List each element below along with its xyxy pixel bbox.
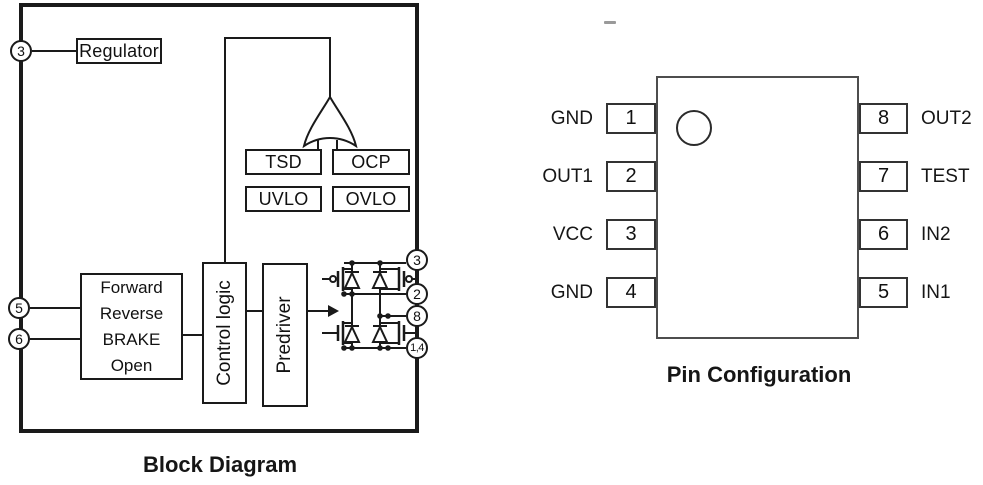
nmos-low-side-left-icon bbox=[322, 321, 352, 345]
control-logic-block: Control logic bbox=[202, 262, 247, 404]
pin-box-2: 2 bbox=[606, 161, 656, 192]
pin-box-8: 8 bbox=[859, 103, 908, 134]
input-mode-block: Forward Reverse BRAKE Open bbox=[80, 273, 183, 380]
pin-bubble-8: 8 bbox=[406, 305, 428, 327]
or-gate-icon bbox=[302, 94, 358, 150]
pin-bubble-label: 3 bbox=[17, 43, 25, 59]
pin-bubble-label: 1,4 bbox=[410, 342, 424, 354]
pin-label-vcc: VCC bbox=[552, 224, 593, 245]
ovlo-label: OVLO bbox=[345, 188, 397, 209]
pin-bubble-1-4: 1,4 bbox=[406, 337, 428, 359]
body-diode-icon bbox=[371, 324, 389, 343]
pin-number: 5 bbox=[877, 281, 890, 303]
pin-label-gnd-4: GND bbox=[550, 282, 593, 303]
tsd-block: TSD bbox=[245, 149, 322, 175]
pin-bubble-label: 6 bbox=[15, 331, 23, 347]
uvlo-label: UVLO bbox=[258, 188, 309, 209]
mode-line-open: Open bbox=[110, 355, 153, 375]
pin-bubble-2: 2 bbox=[406, 283, 428, 305]
regulator-block: Regulator bbox=[76, 38, 162, 64]
h-bridge bbox=[322, 260, 416, 351]
pin-box-1: 1 bbox=[606, 103, 656, 134]
pin-label-out1: OUT1 bbox=[542, 166, 593, 187]
pin-number: 1 bbox=[625, 107, 637, 129]
pin-configuration-caption: Pin Configuration bbox=[666, 362, 852, 387]
pin-bubble-label: 8 bbox=[413, 308, 421, 324]
control-logic-label: Control logic bbox=[213, 280, 235, 386]
pin-number: 6 bbox=[877, 223, 890, 245]
pin-number: 7 bbox=[877, 165, 890, 187]
predriver-block: Predriver bbox=[262, 263, 308, 407]
pin-bubble-6: 6 bbox=[8, 328, 30, 350]
nmos-low-side-right-icon bbox=[380, 321, 416, 345]
mode-line-reverse: Reverse bbox=[99, 303, 164, 323]
mode-line-forward: Forward bbox=[100, 277, 163, 297]
pin-bubble-label: 2 bbox=[413, 286, 421, 302]
pin-bubble-3-left: 3 bbox=[10, 40, 32, 62]
predriver-output-arrow bbox=[308, 305, 339, 317]
pin-bubble-label: 5 bbox=[15, 300, 23, 316]
pin-number: 8 bbox=[877, 107, 890, 129]
mode-line-brake: BRAKE bbox=[102, 329, 161, 349]
ovlo-block: OVLO bbox=[332, 186, 410, 212]
pin-number: 3 bbox=[625, 223, 637, 245]
ocp-label: OCP bbox=[351, 151, 391, 172]
pin1-indicator-circle bbox=[676, 110, 712, 146]
regulator-label: Regulator bbox=[79, 40, 159, 61]
pin-number: 2 bbox=[625, 165, 637, 187]
pin-label-in2: IN2 bbox=[921, 224, 951, 245]
body-diode-icon bbox=[343, 270, 361, 289]
pmos-high-side-right-icon bbox=[380, 267, 416, 291]
pin-label-in1: IN1 bbox=[921, 282, 951, 303]
pin-bubble-3-right: 3 bbox=[406, 249, 428, 271]
pin-label-test: TEST bbox=[921, 166, 970, 187]
junction-dots bbox=[341, 260, 391, 351]
stray-dash-mark bbox=[604, 21, 616, 24]
pin-box-5: 5 bbox=[859, 277, 908, 308]
pin-bubble-label: 3 bbox=[413, 252, 421, 268]
uvlo-block: UVLO bbox=[245, 186, 322, 212]
pin-label-out2: OUT2 bbox=[921, 108, 972, 129]
predriver-label: Predriver bbox=[274, 296, 295, 374]
pin-label-gnd-1: GND bbox=[550, 108, 593, 129]
body-diode-icon bbox=[343, 324, 361, 343]
pin-box-4: 4 bbox=[606, 277, 656, 308]
ic-boundary-box bbox=[19, 3, 419, 433]
pin-number: 4 bbox=[625, 281, 637, 303]
pin-bubble-5: 5 bbox=[8, 297, 30, 319]
pin-box-3: 3 bbox=[606, 219, 656, 250]
tsd-label: TSD bbox=[265, 151, 302, 172]
body-diode-icon bbox=[371, 270, 389, 289]
block-diagram-caption: Block Diagram bbox=[142, 452, 298, 477]
ocp-block: OCP bbox=[332, 149, 410, 175]
pmos-high-side-left-icon bbox=[322, 267, 352, 291]
pin-box-6: 6 bbox=[859, 219, 908, 250]
wire-protection-to-control bbox=[224, 37, 331, 263]
pin-box-7: 7 bbox=[859, 161, 908, 192]
